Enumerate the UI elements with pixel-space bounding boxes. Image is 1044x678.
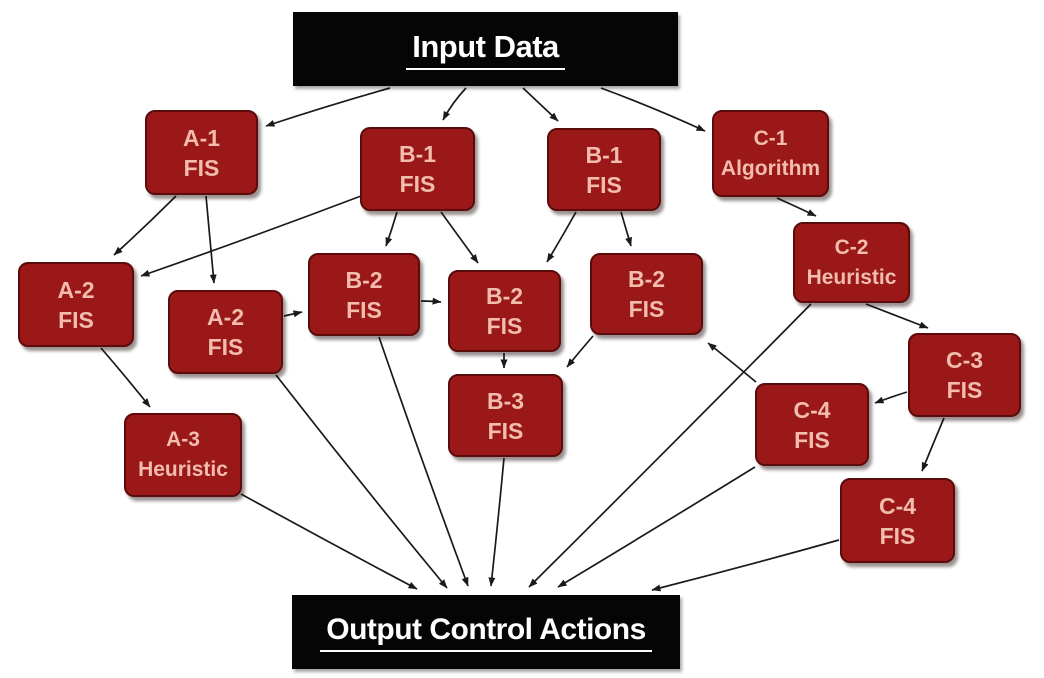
node-c4-fis-lower: C-4 FIS <box>840 478 955 563</box>
arrow-input-c1 <box>600 87 706 132</box>
arrow-a2r-output <box>275 374 448 589</box>
node-a1-fis: A-1 FIS <box>145 110 258 195</box>
node-b2-fis-right: B-2 FIS <box>590 253 703 335</box>
node-b1-fis-left: B-1 FIS <box>360 127 475 211</box>
arrow-c4l-output <box>651 539 840 592</box>
arrow-b1l-b2m <box>440 211 479 264</box>
arrow-c2-c3 <box>865 303 929 329</box>
output-control-actions-label: Output Control Actions <box>320 613 652 652</box>
arrow-b2r-b3 <box>566 335 594 368</box>
arrow-input-b1l <box>442 87 467 121</box>
node-c1-algorithm: C-1 Algorithm <box>712 110 829 197</box>
node-c4-fis-upper: C-4 FIS <box>755 383 869 466</box>
arrow-b1r-b2m <box>546 211 577 263</box>
arrow-b3-output <box>488 457 505 587</box>
arrow-b2l-b2m <box>420 297 442 305</box>
arrow-b1r-b2r <box>620 211 632 247</box>
arrow-c4u-output <box>557 466 756 588</box>
node-b2-fis-left: B-2 FIS <box>308 253 420 336</box>
node-b2-fis-middle: B-2 FIS <box>448 270 561 352</box>
node-b1-fis-right: B-1 FIS <box>547 128 661 211</box>
arrow-a1-a2l <box>113 195 177 256</box>
arrow-a3-output <box>240 493 418 590</box>
node-c2-heuristic: C-2 Heuristic <box>793 222 910 303</box>
input-data-label: Input Data <box>406 29 565 70</box>
arrow-a1-a2r <box>205 195 217 284</box>
output-control-actions-header: Output Control Actions <box>292 595 680 669</box>
node-a3-heuristic: A-3 Heuristic <box>124 413 242 497</box>
node-b3-fis: B-3 FIS <box>448 374 563 457</box>
node-c3-fis: C-3 FIS <box>908 333 1021 417</box>
node-a2-fis-left: A-2 FIS <box>18 262 134 347</box>
arrow-b2l-output <box>378 336 469 587</box>
arrow-a2r-b2l <box>283 310 303 318</box>
arrow-c2-output <box>528 303 812 588</box>
arrow-c3-c4l <box>921 417 945 472</box>
arrow-a2l-a3 <box>100 347 151 408</box>
arrow-b1l-b2l <box>385 211 398 247</box>
arrow-input-a1 <box>265 87 391 127</box>
arrow-c3-c4u <box>874 391 908 404</box>
node-a2-fis-right: A-2 FIS <box>168 290 283 374</box>
input-data-header: Input Data <box>293 12 678 86</box>
arrow-c4u-b2r <box>707 342 757 383</box>
arrow-input-b1r <box>522 87 559 122</box>
arrow-b1l-a2l <box>140 195 362 277</box>
arrow-c1-c2 <box>776 197 817 217</box>
